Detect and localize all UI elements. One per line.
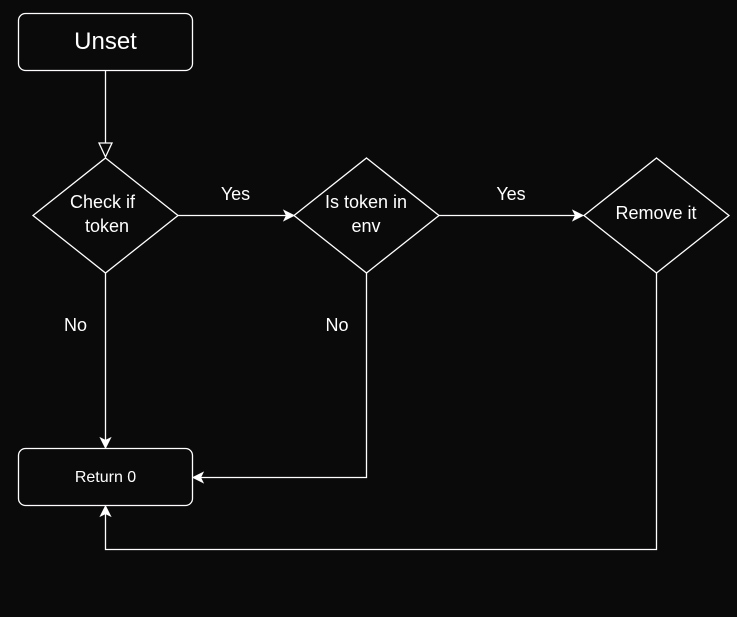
arrowhead-icon [571, 209, 585, 222]
edge-label-yes-1: Yes [221, 184, 250, 204]
edge-label-no-2: No [325, 315, 348, 335]
node-token-in-env-label-line1: Is token in [325, 192, 407, 212]
node-unset-label: Unset [74, 28, 137, 55]
edge-env-to-remove [439, 209, 585, 222]
node-check-token[interactable]: Check if token [31, 157, 180, 274]
node-check-token-label-line1: Check if [70, 192, 136, 212]
arrowhead-icon [191, 471, 205, 484]
node-remove-it-label: Remove it [615, 203, 696, 223]
node-token-in-env[interactable]: Is token in env [292, 157, 441, 274]
arrowhead-icon [99, 436, 112, 450]
node-unset[interactable]: Unset [17, 12, 194, 72]
edge-env-to-return [191, 273, 368, 484]
edge-unset-to-check [97, 71, 114, 159]
node-token-in-env-label-line2: env [351, 216, 380, 236]
node-return-0-label: Return 0 [75, 469, 136, 486]
node-remove-it[interactable]: Remove it [582, 157, 731, 274]
edge-check-to-return [99, 273, 112, 450]
edge-remove-to-return [99, 273, 658, 551]
open-arrowhead-icon [97, 142, 114, 159]
node-return-0[interactable]: Return 0 [17, 447, 194, 507]
node-check-token-label-line2: token [85, 216, 129, 236]
arrowhead-icon [99, 504, 112, 518]
arrowhead-icon [282, 209, 296, 222]
edge-label-no-1: No [64, 315, 87, 335]
edge-check-to-env [178, 209, 296, 222]
edge-label-yes-2: Yes [496, 184, 525, 204]
